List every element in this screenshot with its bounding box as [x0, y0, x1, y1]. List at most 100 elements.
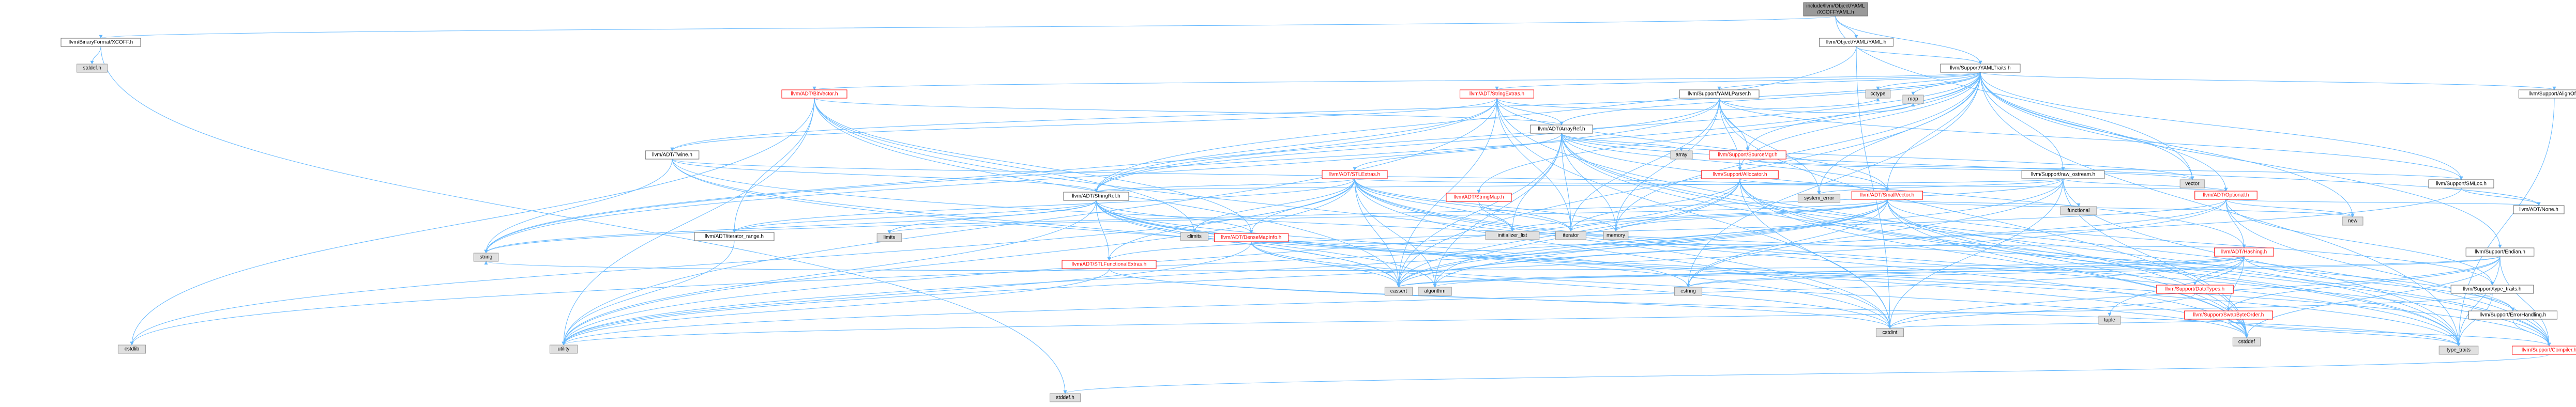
node-label: llvm/ADT/ArrayRef.h: [1538, 127, 1585, 132]
node-label: cassert: [1390, 289, 1407, 294]
node-box: [2512, 346, 2576, 355]
node-label: llvm/ADT/DenseMapInfo.h: [1221, 235, 1282, 241]
edge-yamltraits-to-syserr: [1817, 72, 1981, 195]
node-box: [1819, 38, 1893, 47]
node-stlfunc[interactable]: llvm/ADT/STLFunctionalExtras.h: [1062, 260, 1157, 269]
node-swapbyte[interactable]: llvm/Support/SwapByteOrder.h: [2184, 310, 2273, 320]
node-twine[interactable]: llvm/ADT/Twine.h: [645, 150, 700, 160]
node-srcmgr[interactable]: llvm/Support/SourceMgr.h: [1709, 150, 1786, 160]
edge-densemapinfo-to-hashing: [1251, 241, 2245, 248]
node-stddef: stddef.h: [77, 64, 108, 73]
edge-yamltraits-to-strextras: [1495, 72, 1981, 90]
node-stlextras[interactable]: llvm/ADT/STLExtras.h: [1322, 170, 1388, 179]
node-label: llvm/ADT/STLFunctionalExtras.h: [1072, 262, 1147, 268]
node-label: llvm/Support/SwapByteOrder.h: [2193, 312, 2264, 318]
edge-stlfunc-to-cstdint: [1109, 268, 1892, 329]
edge-smallvector-to-compiler: [1887, 199, 2551, 347]
node-label: llvm/Support/DataTypes.h: [2165, 287, 2225, 292]
node-label: functional: [2068, 208, 2090, 214]
edge-yamlparser-to-syserr: [1719, 98, 1821, 195]
node-box: [2428, 179, 2494, 189]
node-box: [1446, 193, 1512, 202]
node-allocator[interactable]: llvm/Support/Allocator.h: [1701, 170, 1779, 179]
edge-oyaml-to-cstdint: [1856, 46, 1892, 329]
edge-endian-to-typetraits: [2457, 256, 2501, 347]
edge-rawostream-to-syserr: [1817, 178, 2064, 195]
node-root[interactable]: include/llvm/Object/YAML/XCOFFYAML.h: [1803, 2, 1868, 17]
node-box: [1701, 170, 1779, 179]
node-label: map: [1908, 97, 1918, 102]
node-label: llvm/ADT/SmallVector.h: [1860, 193, 1914, 198]
edge-endian-to-compiler: [2499, 256, 2551, 347]
node-box: [1709, 150, 1786, 160]
node-compiler[interactable]: llvm/Support/Compiler.h: [2512, 346, 2576, 355]
edge-optional-to-cassert: [1397, 199, 2226, 288]
edge-optional-to-hashing: [2225, 199, 2246, 248]
edge-bitvector-to-cstdint: [814, 98, 1892, 329]
node-label: stddef.h: [1056, 395, 1074, 401]
node-yamltraits[interactable]: llvm/Support/YAMLTraits.h: [1940, 64, 2021, 73]
edge-bitvector-to-densemapinfo: [814, 98, 1253, 234]
edge-yamlparser-to-stringref: [1094, 98, 1720, 193]
node-oyaml[interactable]: llvm/Object/YAML/YAML.h: [1819, 38, 1893, 47]
edge-stringmap-to-iterator: [1478, 201, 1573, 232]
node-itrange[interactable]: llvm/ADT/iterator_range.h: [694, 232, 775, 241]
edge-yamlparser-to-map: [1719, 98, 1915, 113]
node-endian[interactable]: llvm/Support/Endian.h: [2465, 247, 2535, 257]
node-densemapinfo[interactable]: llvm/ADT/DenseMapInfo.h: [1214, 233, 1289, 242]
edge-yamltraits-to-alignof: [1980, 72, 2556, 90]
node-box: [2465, 247, 2535, 257]
node-none[interactable]: llvm/ADT/None.h: [2513, 205, 2565, 214]
node-cstring: cstring: [1674, 287, 1703, 296]
edge-rawostream-to-optional: [2063, 178, 2228, 192]
node-label: llvm/Support/YAMLParser.h: [1688, 91, 1751, 97]
edge-yamlparser-to-smloc: [1719, 98, 2463, 180]
node-errhandling[interactable]: llvm/Support/ErrorHandling.h: [2468, 310, 2557, 320]
node-optional[interactable]: llvm/ADT/Optional.h: [2194, 191, 2257, 200]
node-strextras[interactable]: llvm/ADT/StringExtras.h: [1460, 89, 1534, 99]
nodes-layer: include/llvm/Object/YAML/XCOFFYAML.h llvm…: [60, 2, 2576, 402]
node-box: [1603, 231, 1629, 240]
node-box: [1384, 287, 1413, 296]
node-arrayref[interactable]: llvm/ADT/ArrayRef.h: [1530, 124, 1593, 134]
edge-twine-to-cassert: [672, 159, 1401, 288]
edge-densemapinfo-to-cstdint: [1251, 241, 1892, 329]
node-smallvector[interactable]: llvm/ADT/SmallVector.h: [1851, 191, 1923, 200]
edge-typetraitsh-to-utility: [562, 293, 2493, 346]
edge-stringref-to-densemapinfo: [1096, 200, 1253, 234]
node-label: cstddef: [2238, 339, 2255, 345]
edge-bitvector-to-climits: [814, 98, 1196, 233]
node-label: limits: [884, 235, 896, 241]
node-box: [2179, 179, 2205, 189]
edge-stlextras-to-stringref: [1094, 178, 1355, 193]
node-label: climits: [1187, 234, 1202, 240]
node-bitvector[interactable]: llvm/ADT/BitVector.h: [781, 89, 847, 99]
edge-itrange-to-utility: [562, 240, 735, 346]
edge-smloc-to-none: [2461, 187, 2541, 206]
node-hashing[interactable]: llvm/ADT/Hashing.h: [2214, 247, 2274, 257]
edge-stlextras-to-cstdlib: [130, 178, 1355, 346]
node-stringmap[interactable]: llvm/ADT/StringMap.h: [1446, 193, 1512, 202]
node-smloc[interactable]: llvm/Support/SMLoc.h: [2428, 179, 2494, 189]
edge-arrayref-to-iterator: [1561, 133, 1573, 232]
node-typetraitsh[interactable]: llvm/Support/type_traits.h: [2450, 285, 2534, 294]
node-stringref[interactable]: llvm/ADT/StringRef.h: [1063, 192, 1129, 201]
node-label: llvm/Support/Compiler.h: [2522, 348, 2576, 353]
node-label: cstdint: [1883, 330, 1898, 336]
edge-yamlparser-to-srcmgr: [1719, 98, 1750, 151]
node-datatypes[interactable]: llvm/Support/DataTypes.h: [2156, 285, 2234, 294]
node-label: utility: [558, 347, 570, 352]
node-cstdlib: cstdlib: [117, 345, 146, 354]
node-box: [2194, 191, 2257, 200]
node-bfx[interactable]: llvm/BinaryFormat/XCOFF.h: [60, 38, 141, 47]
node-box: [876, 233, 902, 242]
node-rawostream[interactable]: llvm/Support/raw_ostream.h: [2021, 170, 2105, 179]
edge-hashing-to-datatypes: [2193, 256, 2245, 286]
node-yamlparser[interactable]: llvm/Support/YAMLParser.h: [1679, 89, 1760, 99]
node-label: llvm/Support/SourceMgr.h: [1718, 152, 1777, 158]
edge-rawostream-to-string: [484, 178, 2064, 254]
node-box: [1902, 95, 1924, 104]
node-alignof[interactable]: llvm/Support/AlignOf.h: [2518, 89, 2576, 99]
edge-yamltraits-to-yamlparser: [1717, 72, 1981, 90]
